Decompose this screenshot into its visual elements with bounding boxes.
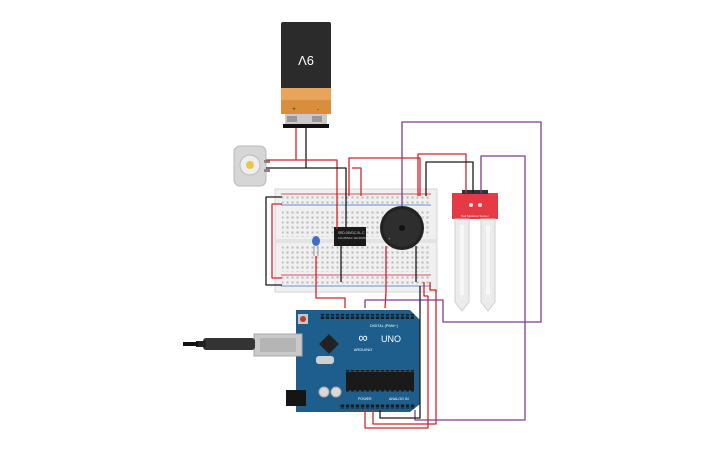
wire-red-sensor	[417, 153, 467, 196]
wire-bb-red-d	[372, 282, 437, 425]
battery-plus-label: +	[292, 107, 296, 113]
soil-moisture-sensor[interactable]: Soil Moisture Sensor	[452, 190, 498, 312]
wire-bb-red-a	[315, 256, 346, 308]
arduino-brand: ARDUINO	[354, 347, 372, 352]
wire-red-loop-2	[352, 167, 362, 196]
arduino-uno[interactable]: ∞ ARDUINO UNO DIGITAL (PWM~) POWER ANALO…	[183, 310, 420, 412]
arduino-model: UNO	[381, 334, 401, 344]
wire-red-loop-1	[348, 157, 421, 196]
arduino-logo: ∞	[358, 330, 367, 345]
battery-9v[interactable]: 9V + -	[281, 22, 331, 128]
wires	[265, 121, 542, 429]
relay-label-2: 10A 250VAC 10A 30VDC	[338, 236, 367, 240]
wire-battery-plus	[266, 128, 297, 161]
sensor-label: Soil Moisture Sensor	[461, 214, 489, 218]
wire-battery-minus	[266, 128, 307, 169]
relay-label-1: SRD-05VDC-SL-C	[338, 231, 365, 235]
wire-motor-red	[296, 159, 338, 229]
wire-motor-black	[306, 167, 347, 229]
wire-bb-red-c	[364, 282, 429, 429]
svg-text:+: +	[388, 236, 391, 241]
wire-bb-red-b	[384, 246, 387, 309]
wire-left-red	[271, 203, 282, 279]
power-header-label: POWER	[358, 397, 372, 401]
battery-label: 9V	[298, 53, 314, 68]
analog-header-label: ANALOG IN	[389, 397, 409, 401]
relay[interactable]: SRD-05VDC-SL-C 10A 250VAC 10A 30VDC	[334, 227, 367, 246]
capacitor[interactable]	[312, 236, 320, 256]
digital-header-label: DIGITAL (PWM~)	[370, 324, 398, 328]
wire-left-black	[265, 196, 282, 286]
wire-black-sensor	[425, 161, 474, 196]
wire-purple-1	[364, 121, 542, 323]
piezo-buzzer[interactable]: +	[380, 206, 424, 250]
dc-motor[interactable]	[233, 145, 270, 187]
wire-bb-black-c	[379, 286, 421, 419]
battery-minus-label: -	[317, 107, 319, 113]
